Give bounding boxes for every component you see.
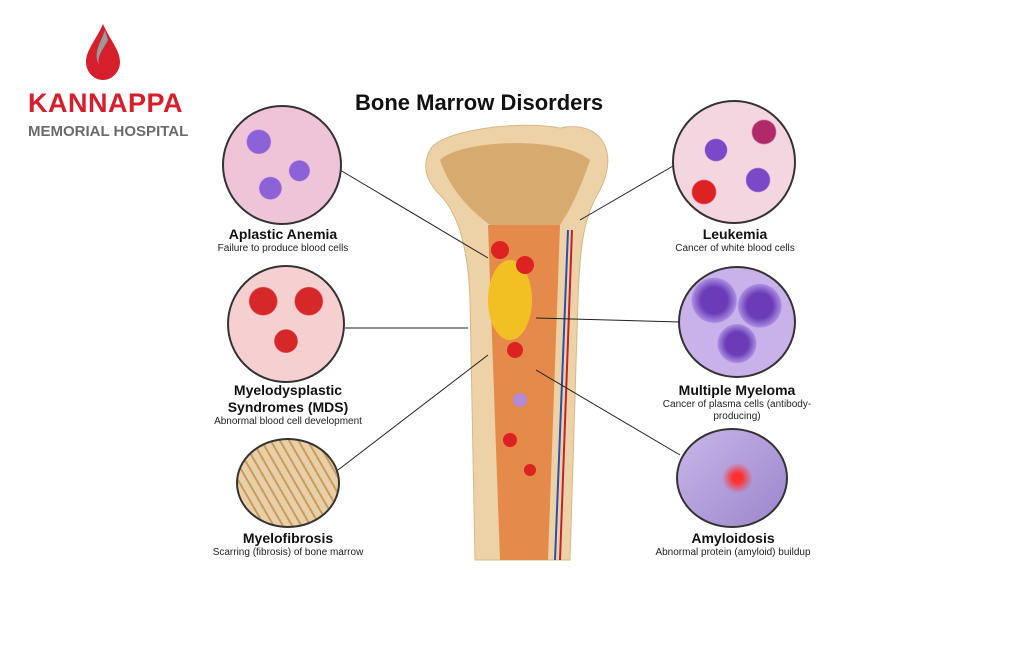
disorder-description: Cancer of plasma cells (antibody-produci… — [662, 399, 812, 422]
disorder-myelofibrosis: Myelofibrosis Scarring (fibrosis) of bon… — [203, 530, 373, 559]
disorder-amyloidosis: Amyloidosis Abnormal protein (amyloid) b… — [648, 530, 818, 559]
aplastic-anemia-image — [222, 105, 342, 225]
hospital-subtitle: MEMORIAL HOSPITAL — [28, 123, 189, 140]
myelofibrosis-image — [236, 438, 340, 528]
disorder-title: Myelofibrosis — [242, 530, 334, 546]
blood-drop-icon — [86, 24, 120, 80]
disorder-description: Abnormal blood cell development — [214, 416, 362, 427]
leukemia-image — [672, 100, 796, 224]
bone-cross-section — [425, 124, 609, 561]
disorder-title: Multiple Myeloma — [678, 382, 796, 398]
disorder-title: Aplastic Anemia — [228, 226, 338, 242]
disorder-leukemia: Leukemia Cancer of white blood cells — [650, 226, 820, 255]
connector-lines — [337, 161, 681, 471]
page-title: Bone Marrow Disorders — [355, 90, 604, 115]
disorder-description: Cancer of white blood cells — [675, 243, 795, 254]
disorder-mds: Myelodysplastic Syndromes (MDS) Abnormal… — [198, 382, 378, 428]
disorder-description: Scarring (fibrosis) of bone marrow — [212, 547, 364, 558]
amyloidosis-image — [676, 428, 788, 528]
disorder-multiple-myeloma: Multiple Myeloma Cancer of plasma cells … — [652, 382, 822, 423]
disorder-aplastic-anemia: Aplastic Anemia Failure to produce blood… — [198, 226, 368, 255]
disorder-description: Failure to produce blood cells — [217, 243, 349, 254]
disorder-description: Abnormal protein (amyloid) buildup — [655, 547, 811, 558]
disorder-title: Myelodysplastic Syndromes (MDS) — [227, 382, 349, 415]
disorder-title: Leukemia — [702, 226, 768, 242]
disorder-title: Amyloidosis — [691, 530, 775, 546]
multiple-myeloma-image — [678, 266, 796, 378]
mds-image — [227, 265, 345, 383]
hospital-name: KANNAPPA — [28, 88, 184, 118]
